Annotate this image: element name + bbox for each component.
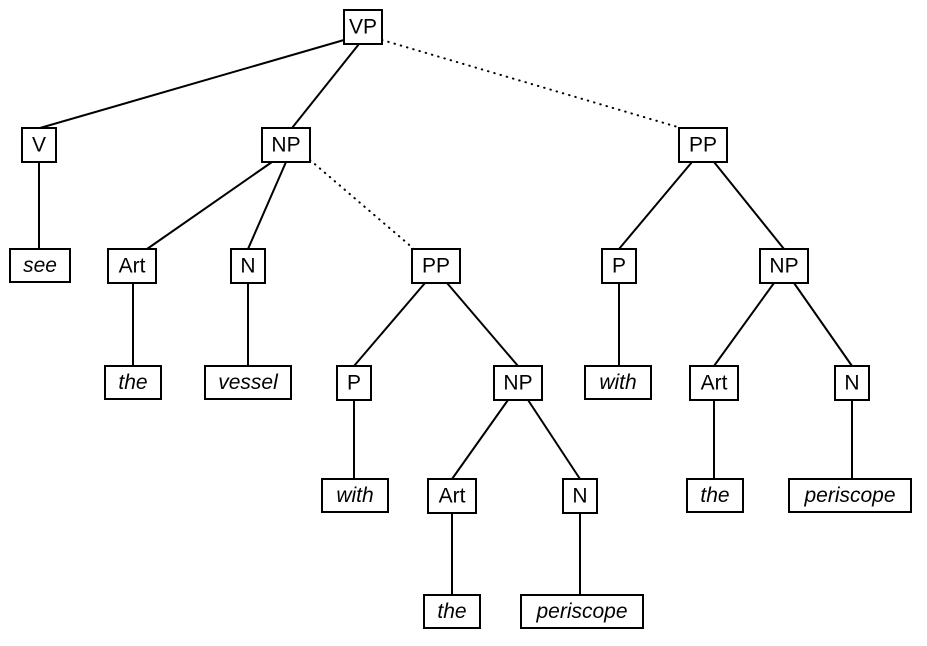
- node-label-pp_mid: PP: [422, 255, 450, 278]
- tree-node-p_mid[interactable]: P: [336, 365, 372, 401]
- node-box-peri_r: [788, 478, 912, 513]
- node-label-with_r: with: [599, 371, 636, 394]
- tree-node-the1[interactable]: the: [104, 365, 162, 400]
- tree-node-see[interactable]: see: [9, 248, 71, 283]
- tree-edge-pp_mid-to-p_mid: [353, 282, 426, 367]
- tree-node-vessel[interactable]: vessel: [204, 365, 292, 400]
- node-label-art1: Art: [119, 255, 146, 278]
- node-label-np1: NP: [271, 134, 300, 157]
- tree-node-peri_m[interactable]: periscope: [520, 594, 644, 629]
- node-box-v: [21, 127, 57, 163]
- node-box-pp_mid: [411, 248, 461, 284]
- tree-node-art1[interactable]: Art: [107, 248, 157, 284]
- tree-node-v[interactable]: V: [21, 127, 57, 163]
- node-label-with_m: with: [336, 484, 373, 507]
- node-box-vessel: [204, 365, 292, 400]
- node-box-the_r: [686, 478, 744, 513]
- node-label-peri_m: periscope: [535, 600, 627, 623]
- tree-edge-pp_right-to-p_right: [618, 161, 693, 250]
- node-label-see: see: [23, 254, 57, 277]
- tree-edge-np1-to-n1: [247, 161, 287, 250]
- node-label-p_mid: P: [347, 372, 361, 395]
- node-label-n_m: N: [572, 485, 587, 508]
- node-box-n1: [230, 248, 266, 284]
- tree-node-pp_mid[interactable]: PP: [411, 248, 461, 284]
- node-box-p_mid: [336, 365, 372, 401]
- node-box-np_mid: [493, 365, 543, 401]
- node-label-vessel: vessel: [218, 371, 279, 394]
- node-label-vp: VP: [349, 16, 377, 39]
- node-box-np_right: [759, 248, 809, 284]
- node-box-n_m: [562, 478, 598, 514]
- node-label-the1: the: [118, 371, 147, 394]
- node-box-with_r: [584, 365, 652, 400]
- tree-node-np_right[interactable]: NP: [759, 248, 809, 284]
- node-box-n_r: [834, 365, 870, 401]
- node-label-p_right: P: [612, 255, 626, 278]
- tree-node-the_m[interactable]: the: [423, 594, 481, 629]
- tree-node-with_m[interactable]: with: [321, 478, 389, 513]
- tree-node-art_r[interactable]: Art: [689, 365, 739, 401]
- node-box-vp: [343, 9, 383, 45]
- node-box-art_r: [689, 365, 739, 401]
- tree-edge-np_right-to-n_r: [793, 282, 853, 367]
- node-box-the1: [104, 365, 162, 400]
- node-box-pp_right: [678, 127, 728, 163]
- tree-node-art_m[interactable]: Art: [427, 478, 477, 514]
- node-label-art_r: Art: [701, 372, 728, 395]
- tree-node-with_r[interactable]: with: [584, 365, 652, 400]
- tree-edge-vp-to-np1: [291, 43, 360, 129]
- node-label-v: V: [32, 134, 46, 157]
- node-box-art1: [107, 248, 157, 284]
- node-label-n1: N: [240, 255, 255, 278]
- tree-edge-np_mid-to-n_m: [527, 399, 581, 480]
- tree-node-n_m[interactable]: N: [562, 478, 598, 514]
- node-box-with_m: [321, 478, 389, 513]
- node-label-np_right: NP: [769, 255, 798, 278]
- tree-edge-vp-to-v: [39, 39, 345, 129]
- tree-node-peri_r[interactable]: periscope: [788, 478, 912, 513]
- tree-node-np1[interactable]: NP: [261, 127, 311, 163]
- node-label-peri_r: periscope: [803, 484, 895, 507]
- node-box-p_right: [601, 248, 637, 284]
- tree-node-the_r[interactable]: the: [686, 478, 744, 513]
- tree-node-n_r[interactable]: N: [834, 365, 870, 401]
- tree-edge-pp_right-to-np_right: [713, 161, 785, 250]
- tree-node-np_mid[interactable]: NP: [493, 365, 543, 401]
- node-box-np1: [261, 127, 311, 163]
- tree-edge-vp-to-pp_right: [381, 39, 682, 129]
- node-box-peri_m: [520, 594, 644, 629]
- tree-edge-np_right-to-art_r: [713, 282, 775, 367]
- node-box-the_m: [423, 594, 481, 629]
- tree-edge-np_mid-to-art_m: [451, 399, 509, 480]
- node-label-n_r: N: [844, 372, 859, 395]
- node-box-see: [9, 248, 71, 283]
- tree-edge-np1-to-art1: [146, 161, 273, 250]
- tree-node-p_right[interactable]: P: [601, 248, 637, 284]
- node-label-the_m: the: [437, 600, 466, 623]
- node-box-art_m: [427, 478, 477, 514]
- node-label-pp_right: PP: [689, 134, 717, 157]
- node-label-np_mid: NP: [503, 372, 532, 395]
- tree-node-pp_right[interactable]: PP: [678, 127, 728, 163]
- node-label-the_r: the: [700, 484, 729, 507]
- edge-layer: [38, 39, 853, 595]
- tree-node-vp[interactable]: VP: [343, 9, 383, 45]
- node-label-art_m: Art: [439, 485, 466, 508]
- tree-node-n1[interactable]: N: [230, 248, 266, 284]
- tree-edge-pp_mid-to-np_mid: [446, 282, 519, 367]
